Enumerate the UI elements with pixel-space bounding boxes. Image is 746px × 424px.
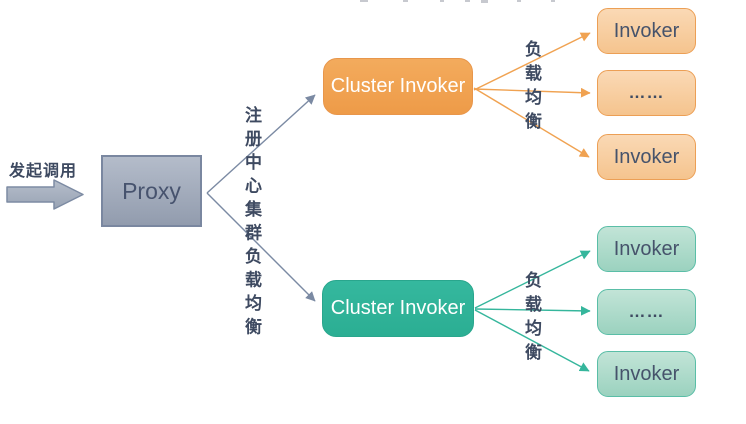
arrow-clusterbottom-to-invoker-1: [474, 250, 591, 309]
initiate-call-label: 发起调用: [9, 163, 78, 180]
ellipsis-label: ……: [628, 83, 665, 102]
cropped-title-remnant: [465, 0, 470, 2]
cropped-title-remnant: [517, 0, 521, 2]
load-balance-vertical-label-bottom: 负载均衡: [522, 271, 541, 367]
arrow-clustertop-to-invoker-1: [473, 32, 591, 91]
invoker-ellipsis-node: ……: [597, 289, 696, 335]
cluster-invoker-label: Cluster Invoker: [330, 75, 466, 97]
invoker-label: Invoker: [613, 362, 680, 385]
load-balance-vertical-label-top: 负载均衡: [522, 40, 541, 136]
invoker-label: Invoker: [613, 145, 680, 168]
arrow-proxy-to-cluster-bottom: [206, 192, 316, 302]
cropped-title-remnant: [481, 0, 488, 3]
invoker-node: Invoker: [597, 351, 696, 397]
cropped-title-remnant: [440, 0, 444, 2]
invoker-node: Invoker: [597, 226, 696, 272]
invoker-node: Invoker: [597, 8, 696, 54]
invoker-label: Invoker: [613, 19, 680, 42]
arrow-clustertop-to-invoker-2: [473, 87, 591, 98]
invoker-label: Invoker: [613, 237, 680, 260]
registry-cluster-lb-vertical-label: 注册中心集群负载均衡: [242, 106, 261, 341]
arrow-clustertop-to-invoker-3: [473, 87, 590, 158]
cluster-invoker-node-top: Cluster Invoker: [323, 58, 473, 115]
arrow-proxy-to-cluster-top: [206, 94, 316, 194]
cluster-invoker-node-bottom: Cluster Invoker: [322, 280, 474, 337]
invoker-node: Invoker: [597, 134, 696, 180]
call-block-arrow-icon: [6, 179, 84, 210]
arrow-clusterbottom-to-invoker-2: [474, 305, 591, 316]
proxy-node: Proxy: [101, 155, 202, 227]
cropped-title-remnant: [403, 0, 408, 2]
proxy-label: Proxy: [122, 177, 181, 204]
cropped-title-remnant: [551, 0, 555, 2]
cropped-title-remnant: [360, 0, 368, 2]
invoker-ellipsis-node: ……: [597, 70, 696, 116]
cluster-invoker-label: Cluster Invoker: [330, 297, 466, 319]
arrow-clusterbottom-to-invoker-3: [474, 309, 590, 372]
ellipsis-label: ……: [628, 302, 665, 321]
